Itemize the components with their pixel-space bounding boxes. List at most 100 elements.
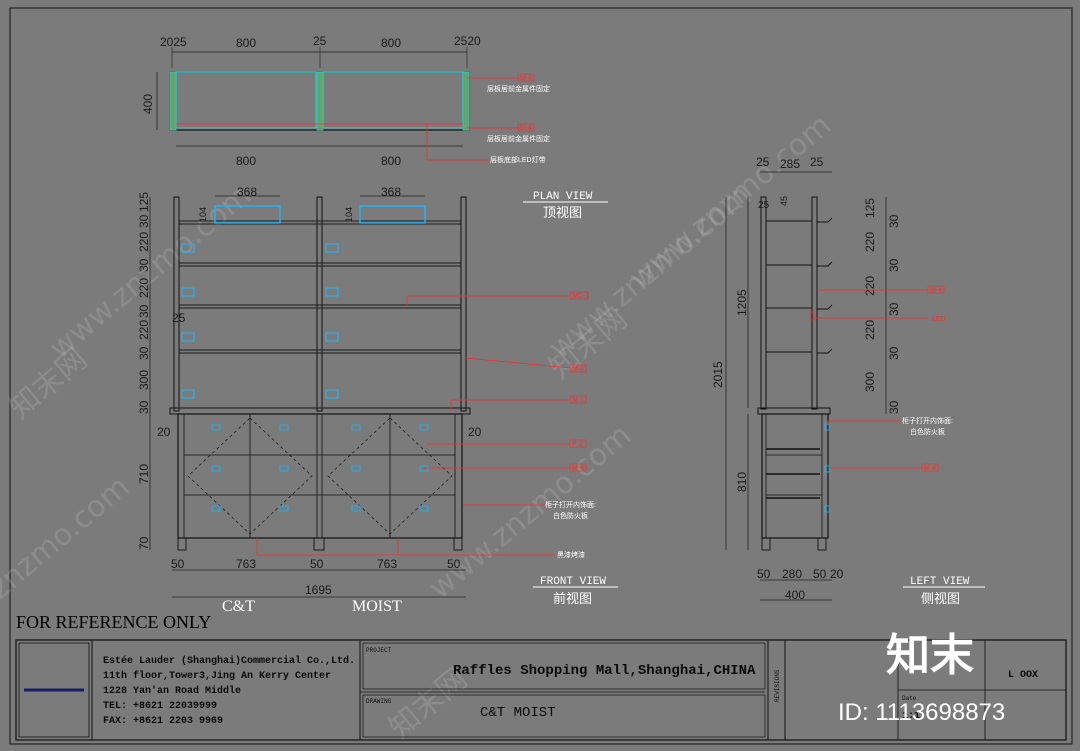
note: 层板底部LED灯带 xyxy=(490,155,546,164)
front-dim: 20 xyxy=(468,425,482,439)
plan-depth: 400 xyxy=(141,94,155,114)
drawing-name: C&T MOIST xyxy=(480,705,556,721)
left-right-dim: 220 xyxy=(863,320,877,340)
note: 柜子打开内饰面: xyxy=(902,416,953,425)
front-dim: 104 xyxy=(198,207,208,222)
tag: M-4 xyxy=(520,75,532,82)
front-bottom-dim: 50 xyxy=(310,557,324,571)
watermark: znzmo.com xyxy=(0,469,136,606)
tag: P-2 xyxy=(572,441,583,448)
tag: M-4 xyxy=(930,287,942,294)
front-total-width: 1695 xyxy=(305,583,332,597)
left-view-label-cn: 侧视图 xyxy=(921,592,960,607)
left-right-dim: 30 xyxy=(887,346,901,360)
title-block-date: Date xyxy=(902,695,917,702)
front-bottom-dim: 763 xyxy=(377,557,397,571)
tag: M-4 xyxy=(924,465,936,472)
note: 层板居前金属件固定 xyxy=(487,84,550,93)
revisions-label: REVISIONS xyxy=(774,669,781,702)
left-right-dim: 125 xyxy=(863,198,877,218)
plan-view: 2025 800 25 800 2520 400 800 800 M-4 层板居… xyxy=(141,34,608,221)
left-bottom-dim: 280 xyxy=(782,567,802,581)
company-line: TEL: +8621 22039999 xyxy=(103,701,217,712)
front-bottom-dim: 763 xyxy=(236,557,256,571)
plan-dim: 2520 xyxy=(454,34,481,48)
front-view: 368 368 104 104 xyxy=(137,185,618,615)
left-bottom-dim: 50 xyxy=(813,567,827,581)
left-dim: 1205 xyxy=(735,289,749,316)
site-logo: 知末 xyxy=(886,630,974,681)
left-bottom-dim: 20 xyxy=(830,567,844,581)
front-bottom-dim: 50 xyxy=(447,557,461,571)
title-block: Estée Lauder (Shanghai)Commercial Co.,Lt… xyxy=(15,639,1067,741)
left-dim: 285 xyxy=(780,157,800,171)
tag: MD-1 xyxy=(572,293,589,300)
front-side-dim: 220 xyxy=(137,278,151,298)
tag: M-4 xyxy=(520,125,532,132)
image-id: ID: 1113698873 xyxy=(838,699,1005,726)
front-side-dim: 220 xyxy=(137,232,151,252)
tag: M-4 xyxy=(572,366,584,373)
front-side-dim: 710 xyxy=(137,464,151,484)
front-dim: 25 xyxy=(172,311,186,325)
front-view-label: FRONT VIEW xyxy=(540,576,606,588)
company-line: 11th floor,Tower3,Jing An Kerry Center xyxy=(103,670,331,682)
watermark: www.znzmo.com xyxy=(623,108,838,297)
left-right-dim: 30 xyxy=(887,302,901,316)
watermark: 知末网 xyxy=(3,341,94,426)
front-dim: 104 xyxy=(344,207,354,222)
project-name: Raffles Shopping Mall,Shanghai,CHINA xyxy=(453,663,756,679)
note: 白色防火板 xyxy=(553,511,588,520)
front-side-dim: 30 xyxy=(137,214,151,228)
tag: LED xyxy=(932,316,946,323)
front-dim: 368 xyxy=(381,185,401,199)
front-dim: 20 xyxy=(157,425,171,439)
plan-dim: 2025 xyxy=(160,35,187,49)
left-dim: 25 xyxy=(756,155,770,169)
note: 层板居前金属件固定 xyxy=(487,134,550,143)
left-bottom-dim: 50 xyxy=(757,567,771,581)
plan-dim: 800 xyxy=(236,36,256,50)
front-caption: MOIST xyxy=(352,598,402,615)
left-dim: 45 xyxy=(779,196,789,206)
front-caption: C&T xyxy=(222,598,255,615)
plan-dim: 25 xyxy=(313,34,327,48)
front-side-dim: 30 xyxy=(137,304,151,318)
title-block-scale: 1:1 xyxy=(902,711,920,722)
company-line: 1228 Yan'an Road Middle xyxy=(103,685,241,697)
front-side-dim: 220 xyxy=(137,320,151,340)
drawing-frame xyxy=(9,7,1073,745)
note: 黑漆烤漆 xyxy=(557,550,585,559)
note: 白色防火板 xyxy=(910,427,945,436)
left-view: 25 285 25 25 45 xyxy=(711,155,985,607)
title-block-right: L OOX xyxy=(1008,670,1038,681)
plan-dim: 800 xyxy=(381,36,401,50)
left-total-depth: 400 xyxy=(785,588,805,602)
company-line: Estée Lauder (Shanghai)Commercial Co.,Lt… xyxy=(103,655,355,667)
tag: M-1 xyxy=(572,397,584,404)
left-dim: 25 xyxy=(758,200,770,211)
left-right-dim: 300 xyxy=(863,372,877,392)
left-right-dim: 30 xyxy=(887,400,901,414)
plan-view-label-cn: 顶视图 xyxy=(543,206,582,221)
project-label: PROJECT xyxy=(366,647,392,654)
front-side-dim: 30 xyxy=(137,258,151,272)
front-dim: 368 xyxy=(237,185,257,199)
front-view-label-cn: 前视图 xyxy=(553,591,592,607)
left-dim: 810 xyxy=(735,472,749,492)
left-dim: 25 xyxy=(810,155,824,169)
reference-note: FOR REFERENCE ONLY xyxy=(16,612,211,632)
company-line: FAX: +8621 2203 9969 xyxy=(103,716,223,727)
left-right-dim: 30 xyxy=(887,214,901,228)
front-side-dim: 125 xyxy=(137,192,151,212)
tag: M-4 xyxy=(572,465,584,472)
left-right-dim: 30 xyxy=(887,258,901,272)
front-side-dim: 30 xyxy=(137,346,151,360)
plan-dim: 800 xyxy=(381,154,401,168)
left-dim: 2015 xyxy=(711,361,725,388)
drawing-label: DRAWING xyxy=(366,698,392,705)
front-side-dim: 30 xyxy=(137,400,151,414)
front-side-dim: 70 xyxy=(137,536,151,550)
plan-view-label: PLAN VIEW xyxy=(533,191,593,203)
